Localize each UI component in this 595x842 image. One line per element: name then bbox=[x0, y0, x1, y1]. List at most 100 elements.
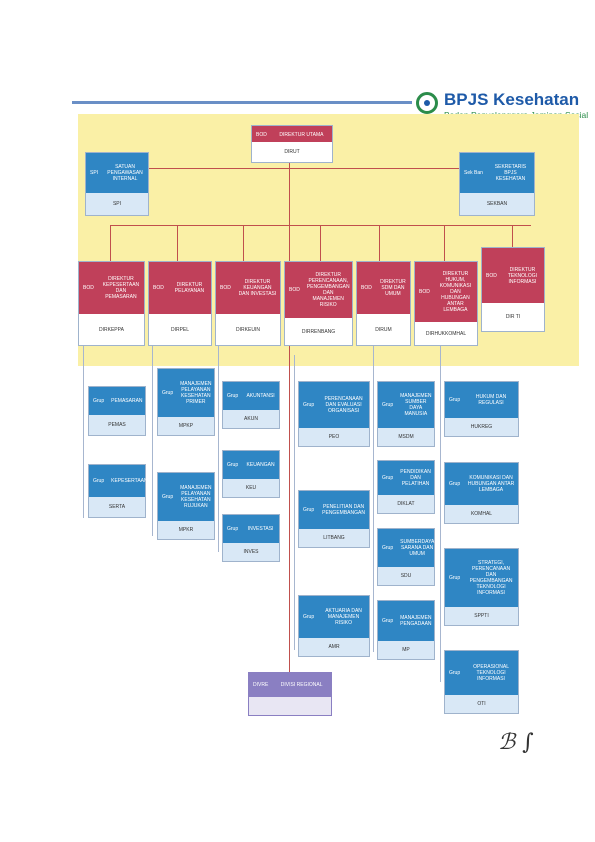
signature: ℬ ∫ bbox=[498, 730, 534, 755]
group-box: Grup AKUNTANSI AKUN bbox=[222, 381, 280, 429]
box-title: DIREKTUR PERENCANAAN, PENGEMBANGAN DAN M… bbox=[306, 272, 350, 308]
box-title: MANAJEMEN PELAYANAN KESEHATAN RUJUKAN bbox=[180, 485, 212, 509]
connector-line bbox=[444, 225, 445, 261]
box-abbr: SERTA bbox=[89, 497, 145, 517]
box-tag: Grup bbox=[227, 526, 239, 532]
bpjs-emblem-icon bbox=[416, 92, 438, 114]
box-tag: Grup bbox=[227, 393, 239, 399]
box-abbr: INVES bbox=[223, 543, 279, 561]
director-box: BOD DIREKTUR HUKUM, KOMUNIKASI DAN HUBUNG… bbox=[414, 261, 478, 346]
connector-line bbox=[379, 225, 380, 261]
box-title: DIREKTUR TEKNOLOGI INFORMASI bbox=[507, 266, 538, 285]
box-tag: Grup bbox=[382, 402, 394, 408]
box-tag: Grup bbox=[382, 475, 394, 481]
box-title: DIREKTUR PELAYANAN bbox=[174, 282, 205, 294]
box-title: STRATEGI, PERENCANAAN DAN PENGEMBANGAN T… bbox=[469, 560, 513, 596]
box-abbr: HUKREG bbox=[445, 418, 518, 436]
group-box: Grup PEMASARAN PEMAS bbox=[88, 386, 146, 436]
box-abbr: MPKP bbox=[158, 417, 214, 435]
box-abbr: AKUN bbox=[223, 410, 279, 428]
box-tag: Grup bbox=[227, 462, 239, 468]
connector-line bbox=[110, 225, 111, 261]
group-box: Grup MANAJEMEN PELAYANAN KESEHATAN PRIMER… bbox=[157, 368, 215, 436]
box-tag: BOD bbox=[486, 272, 497, 279]
box-abbr: LITBANG bbox=[299, 529, 369, 547]
box-title: DIREKTUR HUKUM, KOMUNIKASI DAN HUBUNGAN … bbox=[439, 271, 472, 313]
box-abbr: MPKR bbox=[158, 521, 214, 539]
connector-line bbox=[440, 346, 441, 682]
box-abbr: SPPTI bbox=[445, 607, 518, 625]
box-abbr: DIRUM bbox=[357, 314, 410, 345]
box-title: AKUNTANSI bbox=[246, 393, 275, 399]
box-title: PENDIDIKAN DAN PELATIHAN bbox=[400, 469, 431, 487]
box-abbr: PEO bbox=[299, 428, 369, 446]
connector-line bbox=[512, 225, 513, 247]
box-title: KOMUNIKASI DAN HUBUNGAN ANTAR LEMBAGA bbox=[467, 475, 515, 493]
box-abbr: KEU bbox=[223, 479, 279, 497]
box-tag: Grup bbox=[449, 481, 461, 487]
box-tag: Grup bbox=[449, 670, 461, 676]
box-tag: Grup bbox=[382, 618, 394, 624]
connector-line bbox=[289, 153, 290, 261]
box-abbr: SPI bbox=[86, 193, 148, 215]
connector-line bbox=[177, 225, 178, 261]
box-abbr: DIRRENBANG bbox=[285, 318, 352, 345]
box-tag: Sek Ban bbox=[464, 170, 483, 176]
box-abbr: KOMHAL bbox=[445, 505, 518, 523]
connector-line bbox=[243, 225, 244, 261]
group-box: Grup MANAJEMEN PELAYANAN KESEHATAN RUJUKA… bbox=[157, 472, 215, 540]
box-title: SATUAN PENGAWASAN INTERNAL bbox=[107, 164, 143, 182]
box-title: KEPESERTAAN bbox=[111, 478, 148, 484]
connector-line bbox=[83, 346, 84, 518]
box-tag: Grup bbox=[162, 494, 174, 500]
box-tag: BOD bbox=[256, 131, 267, 138]
connector-line bbox=[320, 225, 321, 261]
box-abbr: DIRKEUIN bbox=[216, 314, 280, 345]
group-box: Grup INVESTASI INVES bbox=[222, 514, 280, 562]
box-abbr: PEMAS bbox=[89, 415, 145, 435]
box-title: SUMBERDAYA SARANA DAN UMUM bbox=[400, 539, 435, 557]
box-abbr: SEKBAN bbox=[460, 193, 534, 215]
box-tag: Grup bbox=[303, 614, 315, 620]
connector-line bbox=[373, 346, 374, 652]
box-title: DIREKTUR UTAMA bbox=[279, 131, 324, 138]
box-tag: Grup bbox=[162, 390, 174, 396]
box-title: MANAJEMEN PELAYANAN KESEHATAN PRIMER bbox=[180, 381, 212, 405]
box-title: OPERASIONAL TEKNOLOGI INFORMASI bbox=[473, 664, 509, 682]
box-tag: BOD bbox=[361, 285, 372, 291]
header-rule bbox=[72, 101, 412, 104]
box-tag: SPI bbox=[90, 170, 99, 176]
box-title: AKTUARIA DAN MANAJEMEN RISIKO bbox=[325, 608, 362, 626]
box-abbr: SDU bbox=[378, 567, 434, 585]
box-tag: Grup bbox=[449, 397, 461, 403]
box-tag: DIVRE bbox=[253, 682, 269, 688]
box-tag: Grup bbox=[93, 398, 105, 404]
box-title: DIREKTUR KEUANGAN DAN INVESTASI bbox=[238, 279, 277, 297]
box-abbr: OTI bbox=[445, 695, 518, 713]
box-tag: Grup bbox=[382, 545, 394, 551]
box-title: PENELITIAN DAN PENGEMBANGAN bbox=[322, 504, 365, 516]
box-title: MANAJEMEN PENGADAAN bbox=[400, 615, 432, 627]
connector-line bbox=[218, 346, 219, 552]
box-abbr: DIKLAT bbox=[378, 495, 434, 513]
box-title: PEMASARAN bbox=[111, 398, 143, 404]
group-box: Grup SUMBERDAYA SARANA DAN UMUM SDU bbox=[377, 528, 435, 586]
box-title: INVESTASI bbox=[247, 526, 274, 532]
box-tag: BOD bbox=[153, 285, 164, 291]
box-tag: BOD bbox=[419, 289, 430, 295]
